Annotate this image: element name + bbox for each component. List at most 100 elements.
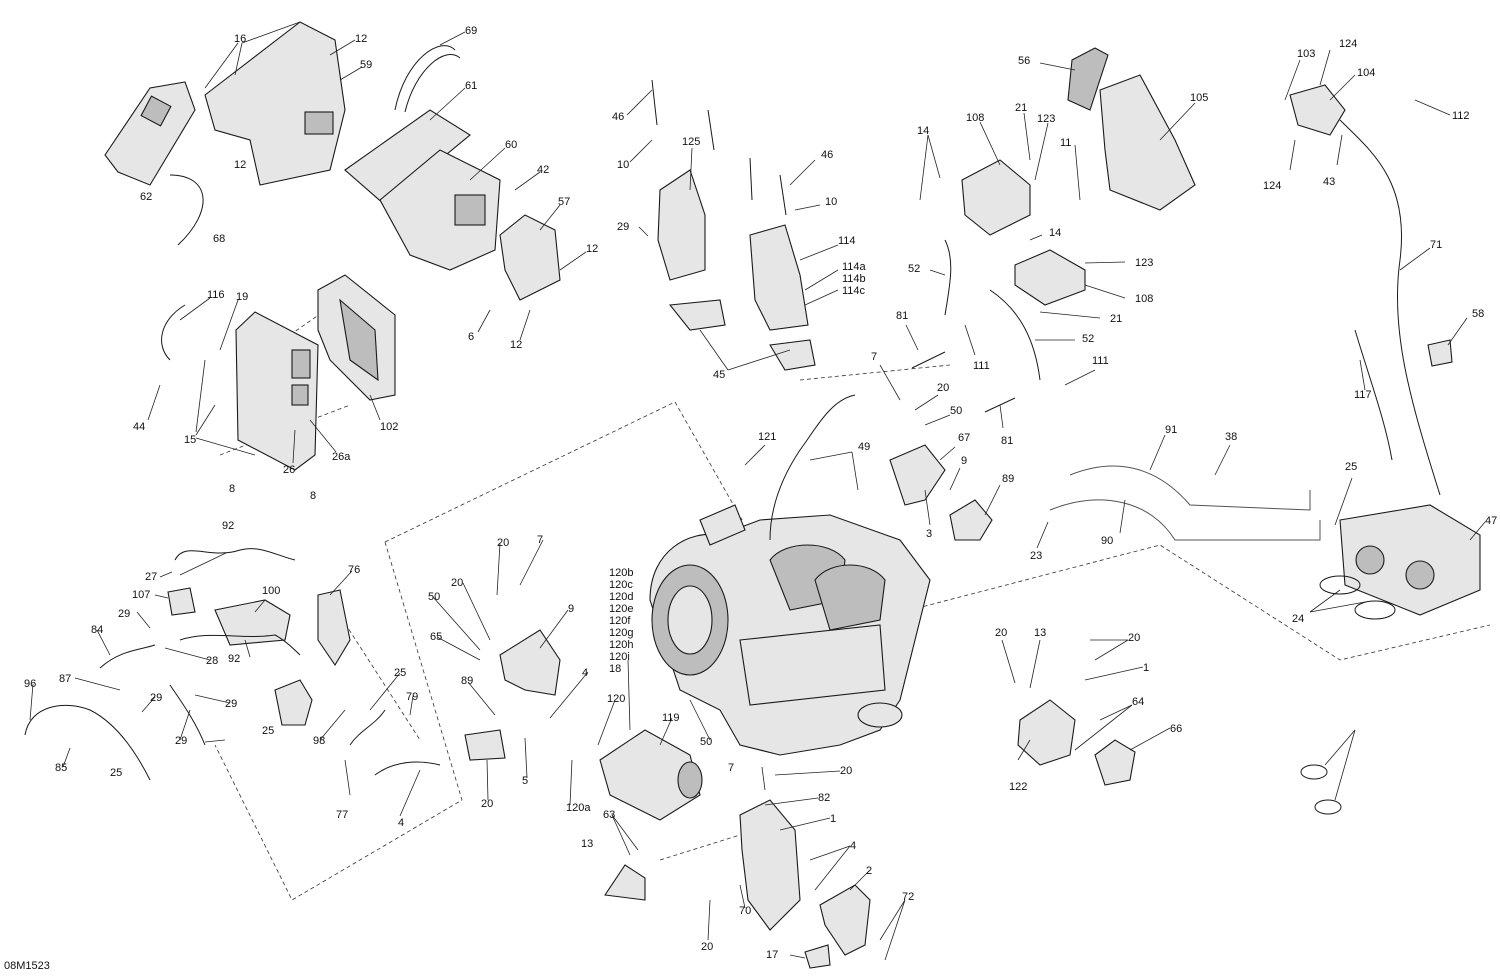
part-plug-wire-lower — [989, 289, 1041, 381]
callout-label: 29 — [617, 221, 629, 233]
part-throttle-body — [1339, 504, 1481, 616]
callout-label: 108 — [1135, 293, 1153, 305]
part-throttle-bore-a — [1355, 545, 1385, 575]
callout-label: 50 — [428, 591, 440, 603]
part-gasket-45-lower — [769, 339, 816, 371]
callout-label: 25 — [394, 667, 406, 679]
callout-label: 20 — [451, 577, 463, 589]
leader-lines — [29, 21, 1486, 961]
callout-label: 9 — [568, 603, 574, 615]
callout-label: 49 — [858, 441, 870, 453]
callout-label: 17 — [766, 949, 778, 961]
part-hose-116 — [161, 304, 186, 361]
callout-label: 29 — [225, 698, 237, 710]
callout-label: 44 — [133, 421, 145, 433]
part-starter-motor — [599, 729, 701, 821]
callout-label: 65 — [430, 631, 442, 643]
part-bracket-56 — [1067, 47, 1109, 111]
callout-label: 20 — [497, 537, 509, 549]
callout-label: 98 — [313, 735, 325, 747]
callout-label: 43 — [1323, 176, 1335, 188]
group-outlines — [214, 299, 1491, 901]
callout-label: 4 — [582, 667, 588, 679]
callout-label: 66 — [1170, 723, 1182, 735]
callout-label: 50 — [950, 405, 962, 417]
callout-label: 92 — [222, 520, 234, 532]
part-drawings — [24, 21, 1481, 969]
part-hose-85 — [169, 684, 206, 746]
callout-label: 46 — [821, 149, 833, 161]
callout-label: 89 — [461, 675, 473, 687]
callout-label: 63 — [603, 809, 615, 821]
callout-label: 24 — [1292, 613, 1304, 625]
callout-label: 52 — [1082, 333, 1094, 345]
part-hose-96 — [24, 704, 151, 781]
callout-label: 14 — [917, 125, 929, 137]
part-bracket-67 — [889, 444, 946, 506]
callout-label: 71 — [1430, 239, 1442, 251]
part-bracket-70 — [819, 884, 871, 956]
callout-label: 79 — [406, 691, 418, 703]
callout-label: 87 — [59, 673, 71, 685]
part-gasket-45-upper — [668, 299, 726, 331]
callout-label: 120i — [609, 651, 630, 663]
part-engine-harness — [769, 394, 856, 541]
callout-label: 96 — [24, 678, 36, 690]
callout-label: 47 — [1485, 515, 1497, 527]
callout-label: 20 — [840, 765, 852, 777]
part-seal-122a — [1300, 764, 1328, 780]
callout-label: 8 — [310, 490, 316, 502]
callout-label: 91 — [1165, 424, 1177, 436]
callout-label: 123 — [1037, 113, 1055, 125]
callout-label: 120h — [609, 639, 633, 651]
callout-label: 4 — [398, 817, 404, 829]
callout-label: 8 — [229, 483, 235, 495]
part-duct-window — [454, 194, 486, 226]
callout-label: 1 — [1143, 662, 1149, 674]
callout-label: 21 — [1015, 102, 1027, 114]
callout-label: 114a — [842, 261, 867, 273]
callout-label: 84 — [91, 624, 103, 636]
part-valve-107 — [167, 587, 196, 616]
callout-label: 81 — [896, 310, 908, 322]
callout-label: 77 — [336, 809, 348, 821]
callout-label: 68 — [213, 233, 225, 245]
callout-label: 28 — [206, 655, 218, 667]
callout-label: 50 — [700, 736, 712, 748]
callout-label: 122 — [1009, 781, 1027, 793]
callout-label: 20 — [481, 798, 493, 810]
callout-label: 19 — [236, 291, 248, 303]
part-clamp-24a — [1319, 575, 1361, 595]
part-side-panel — [104, 81, 196, 186]
part-hose-79 — [349, 709, 386, 746]
callout-label: 89 — [1002, 473, 1014, 485]
callout-label: 7 — [871, 351, 877, 363]
part-bolt-46b — [707, 109, 715, 151]
part-starter-gear — [677, 761, 703, 799]
part-module-108-lower — [1014, 249, 1086, 306]
callout-label: 114 — [838, 235, 856, 247]
callout-label: 42 — [537, 164, 549, 176]
callout-label: 26a — [332, 451, 351, 463]
part-mount-64 — [1094, 739, 1136, 786]
part-engine-mount-63 — [604, 864, 646, 901]
callout-label: 67 — [958, 432, 970, 444]
callout-label: 112 — [1452, 110, 1470, 122]
callout-label: 58 — [1472, 308, 1484, 320]
callout-label: 120b — [609, 567, 633, 579]
part-sensor-72 — [804, 944, 831, 969]
callout-label: 11 — [1060, 137, 1071, 149]
part-plug-wire-upper — [944, 239, 952, 316]
callout-label: 38 — [1225, 431, 1237, 443]
callout-label: 114c — [842, 285, 866, 297]
part-cover-bracket — [204, 21, 346, 186]
part-spark-plug-left — [911, 351, 946, 369]
callout-label: 102 — [380, 421, 398, 433]
callout-label: 92 — [228, 653, 240, 665]
callout-label: 9 — [961, 455, 967, 467]
callout-label: 56 — [1018, 55, 1030, 67]
part-engine-block — [649, 504, 931, 756]
callout-label: 123 — [1135, 257, 1153, 269]
callout-label: 10 — [617, 159, 629, 171]
callout-label: 111 — [1092, 355, 1109, 367]
